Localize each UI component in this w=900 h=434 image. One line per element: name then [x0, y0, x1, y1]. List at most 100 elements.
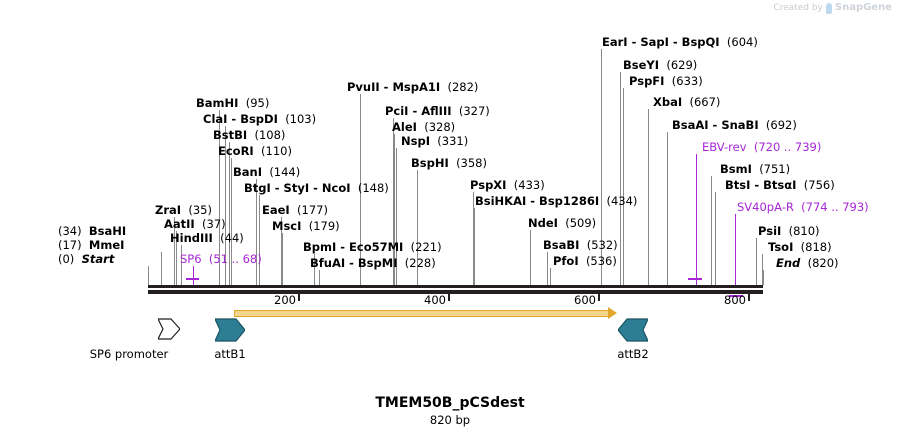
enzyme-label-sv40par[interactable]: SV40pA-R (774 .. 793): [737, 201, 869, 213]
enzyme-label-bsmi[interactable]: BsmI (751): [720, 163, 790, 175]
leader-line-bfuai: [319, 270, 320, 285]
leader-line-sp6: [193, 266, 194, 285]
enzyme-label-mmei[interactable]: (17) MmeI: [58, 239, 124, 251]
enzyme-label-bsahi[interactable]: (34) BsaHI: [58, 225, 126, 237]
snapgene-logo-icon: [825, 3, 832, 14]
enzyme-label-end[interactable]: End (820): [776, 257, 839, 269]
enzyme-name: ZraI: [155, 203, 182, 217]
enzyme-label-alei[interactable]: AleI (328): [392, 121, 455, 133]
enzyme-name: Start: [81, 252, 115, 266]
enzyme-position: (17): [58, 238, 82, 252]
enzyme-name: BsmI: [720, 162, 752, 176]
leader-line-ebvrev: [695, 154, 697, 285]
leader-line-eaei: [280, 217, 282, 285]
leader-line-zrai: [174, 217, 176, 285]
enzyme-name: PsiI: [758, 224, 782, 238]
leader-line-aatii: [175, 231, 177, 285]
enzyme-label-bseyi[interactable]: BseYI (629): [623, 59, 697, 71]
enzyme-label-eaei[interactable]: EaeI (177): [262, 204, 328, 216]
enzyme-label-psii[interactable]: PsiI (810): [758, 225, 820, 237]
leader-line-pcii: [393, 118, 395, 285]
leader-line-bpmi: [313, 254, 315, 285]
enzyme-name: PfoI: [553, 254, 579, 268]
ruler-tick: [298, 294, 300, 301]
leader-line-ecori: [230, 158, 232, 285]
enzyme-label-start[interactable]: (0) Start: [58, 253, 114, 265]
enzyme-name: EcoRI: [218, 144, 254, 158]
enzyme-label-ecori[interactable]: EcoRI (110): [218, 145, 292, 157]
enzyme-label-bpmi[interactable]: BpmI - Eco57MI (221): [303, 241, 442, 253]
enzyme-name: NdeI: [528, 216, 558, 230]
enzyme-name: BtgI - StyI - NcoI: [244, 181, 351, 195]
enzyme-name: BstBI: [213, 128, 248, 142]
enzyme-label-pspxi[interactable]: PspXI (433): [470, 179, 545, 191]
enzyme-label-pcii[interactable]: PciI - AflIII (327): [385, 105, 490, 117]
enzyme-label-pspfi[interactable]: PspFI (633): [629, 75, 703, 87]
enzyme-position: (434): [606, 194, 638, 208]
enzyme-label-pfoi[interactable]: PfoI (536): [553, 255, 617, 267]
enzyme-label-pvuii[interactable]: PvuII - MspA1I (282): [347, 81, 478, 93]
enzyme-label-msci[interactable]: MscI (179): [272, 220, 340, 232]
enzyme-name: BsiHKAI - Bsp1286I: [475, 194, 600, 208]
enzyme-name: SP6: [180, 252, 202, 266]
sv40pa-bar: [728, 295, 743, 297]
enzyme-label-bstbi[interactable]: BstBI (108): [213, 129, 285, 141]
enzyme-label-bsihkai[interactable]: BsiHKAI - Bsp1286I (434): [475, 195, 637, 207]
enzyme-label-btsi[interactable]: BtsI - BtsαI (756): [725, 179, 835, 191]
enzyme-label-bsabi[interactable]: BsaBI (532): [543, 239, 618, 251]
enzyme-position: (103): [285, 112, 317, 126]
leader-line-clai: [225, 126, 227, 285]
enzyme-label-zrai[interactable]: ZraI (35): [155, 204, 212, 216]
enzyme-label-aatii[interactable]: AatII (37): [164, 218, 226, 230]
enzyme-label-ndei[interactable]: NdeI (509): [528, 217, 596, 229]
ruler-tick-label: 600: [574, 293, 596, 307]
enzyme-position: (37): [202, 217, 226, 231]
enzyme-label-bsaai[interactable]: BsaAI - SnaBI (692): [672, 119, 797, 131]
enzyme-label-btgi[interactable]: BtgI - StyI - NcoI (148): [244, 182, 389, 194]
enzyme-label-tsoi[interactable]: TsoI (818): [768, 241, 832, 253]
page-title: TMEM50B_pCSdest: [375, 395, 525, 411]
enzyme-label-nspi[interactable]: NspI (331): [401, 135, 468, 147]
enzyme-position: (148): [357, 181, 389, 195]
enzyme-position: (604): [726, 35, 758, 49]
leader-line-psii: [755, 238, 757, 285]
leader-line-msci: [282, 233, 284, 285]
enzyme-position: (536): [585, 254, 617, 268]
leader-line-bsmi: [711, 176, 713, 285]
ruler-tick-label: 200: [274, 293, 296, 307]
enzyme-label-sp6[interactable]: SP6 (51 .. 68): [180, 253, 262, 265]
enzyme-name: PspXI: [470, 178, 507, 192]
leader-line-end: [763, 270, 764, 285]
enzyme-name: BsaHI: [88, 224, 127, 238]
enzyme-name: BspHI: [411, 156, 449, 170]
enzyme-position: (95): [245, 96, 270, 110]
enzyme-position: (228): [404, 256, 436, 270]
enzyme-name: ClaI - BspDI: [203, 112, 278, 126]
enzyme-label-bsphi[interactable]: BspHI (358): [411, 157, 487, 169]
enzyme-position: (331): [437, 134, 469, 148]
feature-arrow-sp6-promoter[interactable]: [158, 318, 180, 340]
enzyme-label-ebvrev[interactable]: EBV-rev (720 .. 739): [702, 141, 821, 153]
enzyme-label-eari[interactable]: EarI - SapI - BspQI (604): [602, 36, 758, 48]
enzyme-position: (820): [807, 256, 839, 270]
enzyme-label-xbai[interactable]: XbaI (667): [653, 96, 720, 108]
feature-arrow-attb2[interactable]: [618, 318, 648, 342]
credit-prefix: Created by: [773, 2, 823, 13]
enzyme-label-clai[interactable]: ClaI - BspDI (103): [203, 113, 316, 125]
enzyme-label-bfuai[interactable]: BfuAI - BspMI (228): [310, 257, 436, 269]
feature-arrow-attb1[interactable]: [215, 318, 245, 342]
leader-line-btgi: [259, 195, 260, 285]
enzyme-name: EBV-rev: [702, 140, 747, 154]
leader-line-bani: [256, 179, 257, 285]
leader-line-hindiii: [181, 245, 182, 285]
ruler-tick-label: 400: [424, 293, 446, 307]
enzyme-label-bani[interactable]: BanI (144): [233, 166, 300, 178]
enzyme-label-hindiii[interactable]: HindIII (44): [170, 232, 244, 244]
enzyme-name: BsaBI: [543, 238, 580, 252]
feature-label-sp6-promoter: SP6 promoter: [89, 347, 169, 361]
enzyme-name: EaeI: [262, 203, 290, 217]
enzyme-position: (327): [458, 104, 490, 118]
enzyme-name: PciI - AflIII: [385, 104, 452, 118]
enzyme-label-bamhi[interactable]: BamHI (95): [196, 97, 269, 109]
